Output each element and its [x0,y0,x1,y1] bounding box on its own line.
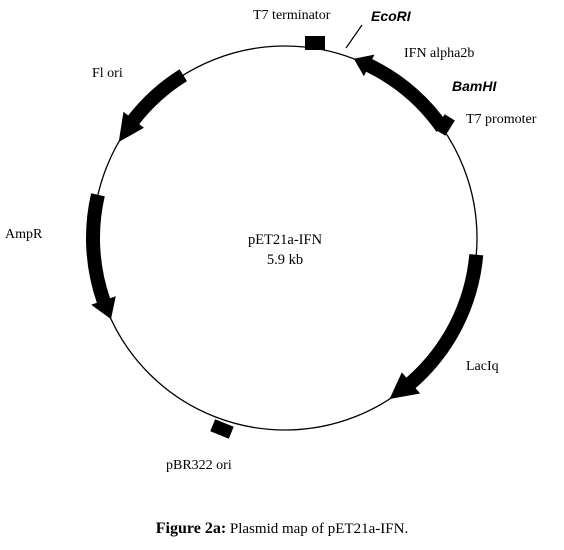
ampr-label: AmpR [5,227,43,242]
t7-terminator-marker [305,36,325,50]
ampr-arrow [86,193,116,320]
t7-terminator-label: T7 terminator [253,8,331,23]
ifn-label: IFN alpha2b [404,46,474,61]
bamhi-label: BamHI [452,78,497,94]
pbr322-ori-marker [210,419,234,439]
ecori-label: EcoRI [371,8,412,24]
feature-arrows [86,54,484,400]
figure-caption: Figure 2a: Plasmid map of pET21a-IFN. [0,520,564,538]
plasmid-name: pET21a-IFN [248,232,323,248]
plasmid-size: 5.9 kb [267,252,303,268]
laciq-label: LacIq [466,359,499,374]
ifn-arrow [353,54,449,132]
ecori-pointer-line [345,24,363,49]
pbr322-ori-label: pBR322 ori [166,458,232,473]
f1-ori-arrow [118,69,187,142]
t7-promoter-label: T7 promoter [466,112,537,127]
laciq-arrow [389,254,484,400]
t7-promoter-marker [435,114,455,136]
f1-ori-label: Fl ori [92,66,123,81]
caption-text: Plasmid map of pET21a-IFN. [229,521,409,537]
caption-label: Figure 2a: [155,520,227,537]
